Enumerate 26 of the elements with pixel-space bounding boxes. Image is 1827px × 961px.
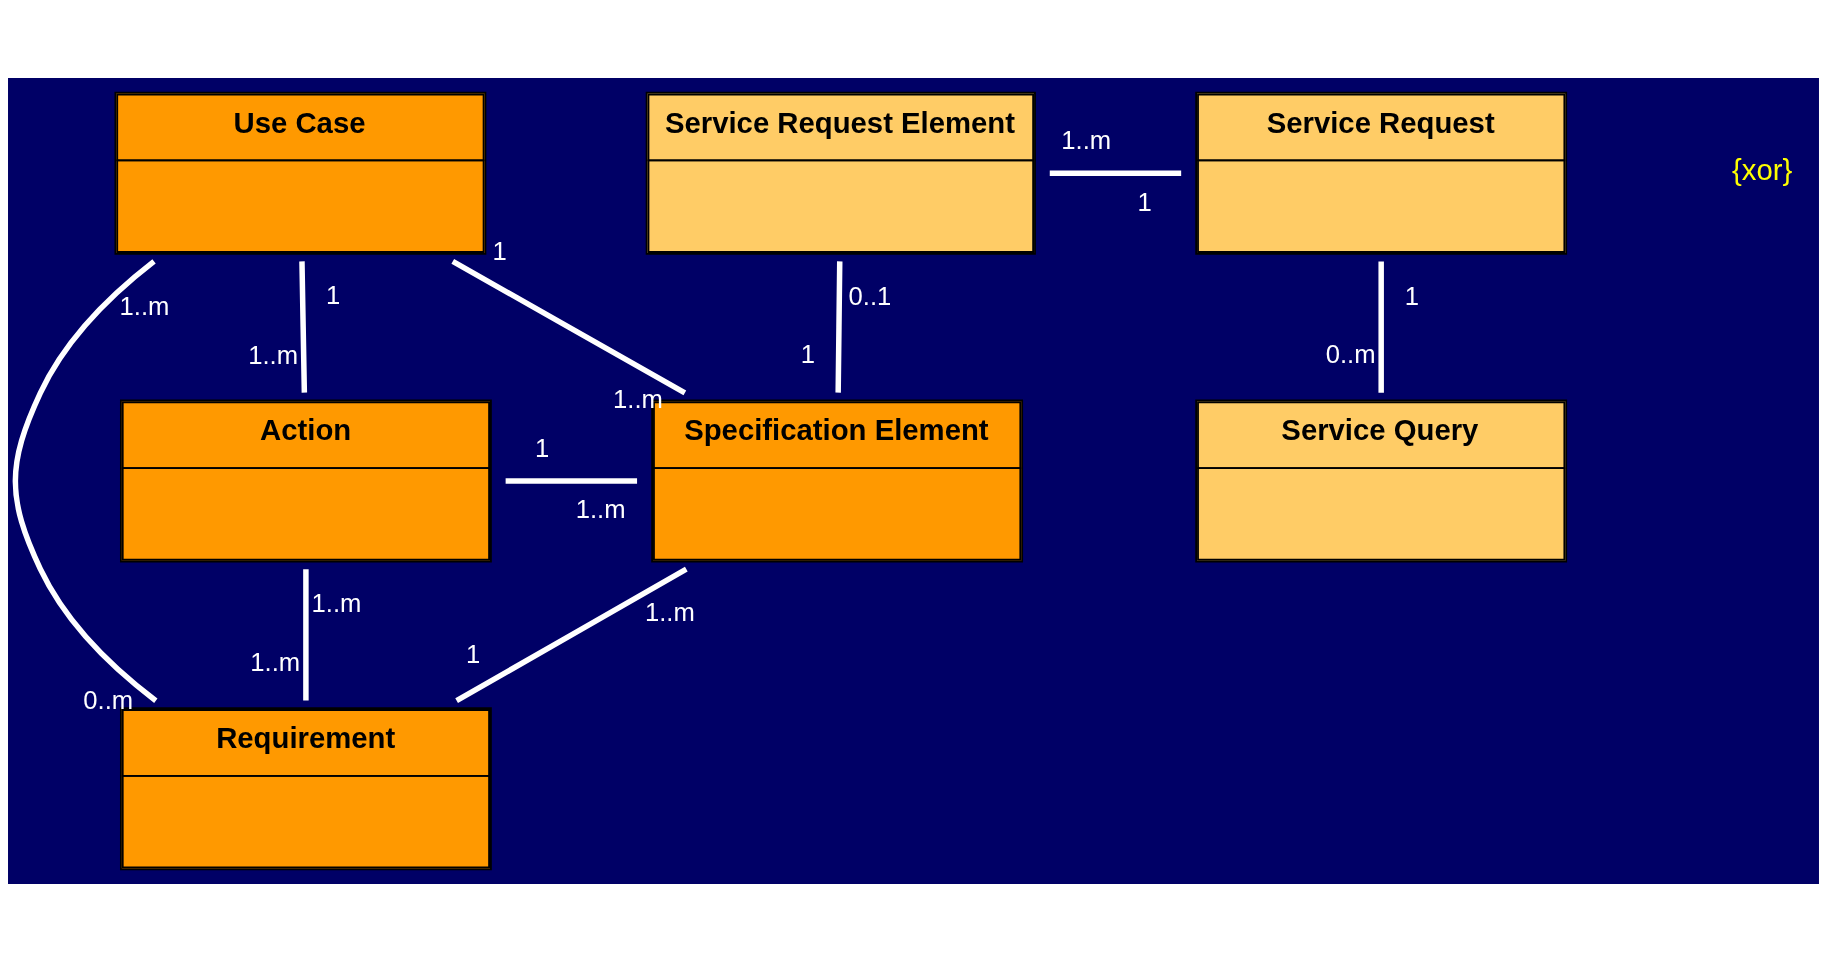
label: 0..m bbox=[1325, 339, 1376, 368]
label: 1..m bbox=[119, 291, 170, 320]
connector bbox=[1049, 170, 1182, 176]
label: 1 bbox=[492, 236, 507, 265]
connector bbox=[451, 258, 687, 395]
label: 1..m bbox=[1061, 125, 1112, 154]
label: 1..m bbox=[644, 597, 695, 626]
label: 1 bbox=[800, 339, 816, 368]
label: 1..m bbox=[311, 588, 362, 617]
label: 1 bbox=[534, 433, 550, 462]
label: 1..m bbox=[250, 647, 301, 676]
connector bbox=[303, 568, 309, 700]
connector bbox=[835, 260, 843, 393]
label: 0..1 bbox=[848, 281, 892, 310]
connector bbox=[1378, 260, 1384, 393]
label: 1 bbox=[326, 280, 341, 309]
connector bbox=[12, 258, 158, 703]
label: 1 bbox=[1404, 281, 1419, 310]
connector bbox=[299, 260, 308, 393]
label: 1..m bbox=[575, 494, 626, 523]
connector bbox=[505, 477, 638, 484]
label: {xor} bbox=[1732, 152, 1793, 186]
label: 1..m bbox=[248, 339, 298, 368]
label: 1 bbox=[1137, 187, 1152, 216]
label: 1 bbox=[465, 639, 481, 668]
connector bbox=[455, 566, 688, 703]
